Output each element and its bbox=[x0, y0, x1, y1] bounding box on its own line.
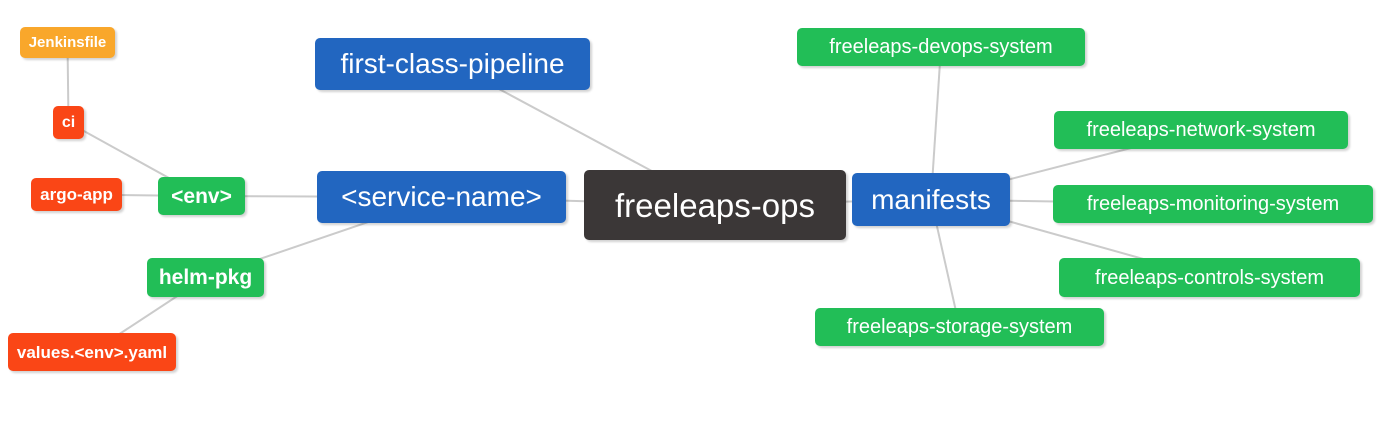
node-label-argo-app: argo-app bbox=[40, 185, 113, 204]
node-label-storage-system: freeleaps-storage-system bbox=[846, 316, 1073, 338]
node-label-freeleaps-ops: freeleaps-ops bbox=[615, 186, 815, 224]
node-label-jenkinsfile: Jenkinsfile bbox=[28, 34, 107, 51]
node-label-monitoring-system: freeleaps-monitoring-system bbox=[1086, 193, 1340, 215]
node-devops-system[interactable]: freeleaps-devops-system bbox=[797, 28, 1085, 66]
node-env[interactable]: <env> bbox=[158, 177, 245, 215]
node-label-controls-system: freeleaps-controls-system bbox=[1095, 266, 1324, 289]
node-values-env-yaml[interactable]: values.<env>.yaml bbox=[8, 333, 176, 371]
node-service-name[interactable]: <service-name> bbox=[317, 171, 566, 223]
node-manifests[interactable]: manifests bbox=[852, 173, 1010, 226]
node-network-system[interactable]: freeleaps-network-system bbox=[1054, 111, 1348, 149]
node-label-manifests: manifests bbox=[871, 183, 991, 215]
node-controls-system[interactable]: freeleaps-controls-system bbox=[1059, 258, 1360, 297]
node-monitoring-system[interactable]: freeleaps-monitoring-system bbox=[1053, 185, 1373, 223]
node-label-service-name: <service-name> bbox=[341, 181, 542, 212]
node-label-devops-system: freeleaps-devops-system bbox=[829, 36, 1053, 58]
node-label-network-system: freeleaps-network-system bbox=[1086, 119, 1316, 141]
node-jenkinsfile[interactable]: Jenkinsfile bbox=[20, 27, 115, 58]
node-label-helm-pkg: helm-pkg bbox=[158, 266, 253, 289]
node-label-ci: ci bbox=[61, 113, 76, 131]
node-label-env: <env> bbox=[171, 184, 232, 208]
node-first-class-pipeline[interactable]: first-class-pipeline bbox=[315, 38, 590, 90]
node-helm-pkg[interactable]: helm-pkg bbox=[147, 258, 264, 297]
node-argo-app[interactable]: argo-app bbox=[31, 178, 122, 211]
node-freeleaps-ops[interactable]: freeleaps-ops bbox=[584, 170, 846, 240]
node-label-first-class-pipeline: first-class-pipeline bbox=[340, 48, 565, 79]
node-storage-system[interactable]: freeleaps-storage-system bbox=[815, 308, 1104, 346]
node-ci[interactable]: ci bbox=[53, 106, 84, 139]
node-label-values-env-yaml: values.<env>.yaml bbox=[16, 342, 168, 362]
